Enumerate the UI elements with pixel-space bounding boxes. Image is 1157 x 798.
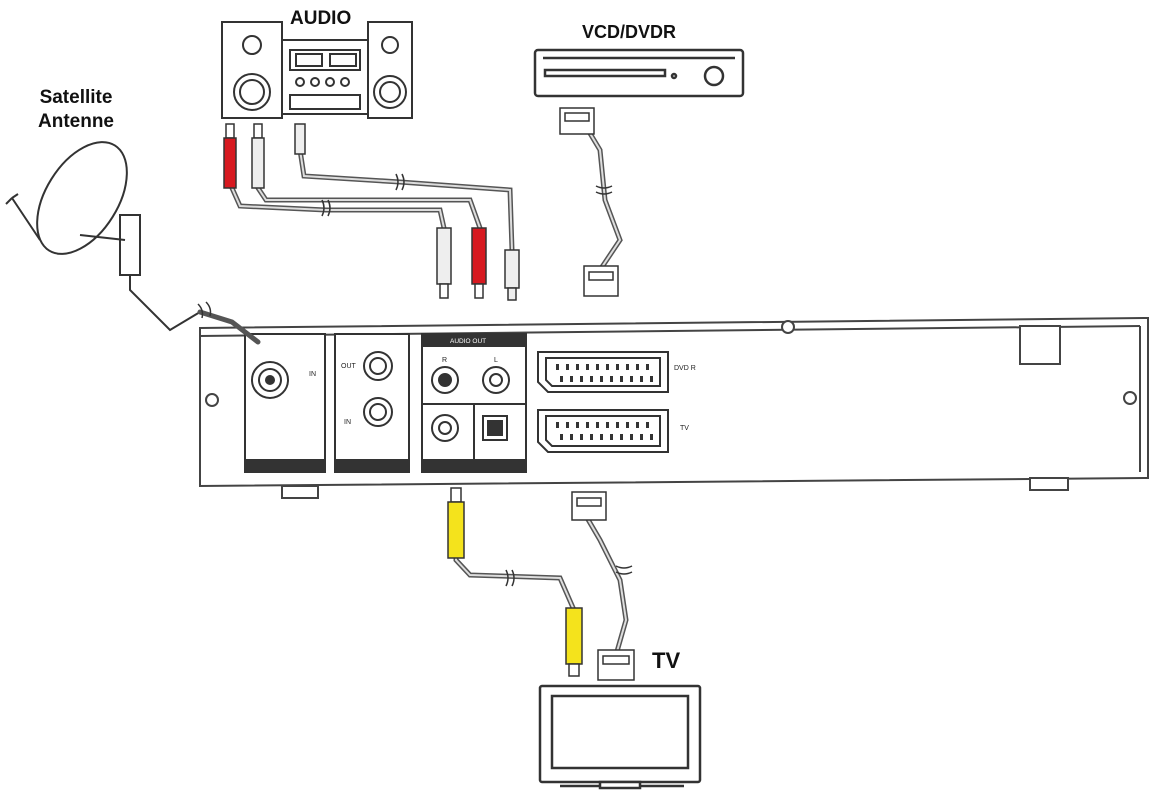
scart-pin <box>646 422 649 428</box>
scart-pin <box>566 422 569 428</box>
scart-pin <box>616 364 619 370</box>
scart-pin <box>570 434 573 440</box>
scart-pin <box>600 376 603 382</box>
scart-pin <box>606 422 609 428</box>
scart-pin <box>596 364 599 370</box>
rca-plug-white-top <box>251 123 265 189</box>
scart-pin <box>610 434 613 440</box>
scart-pin <box>636 364 639 370</box>
satellite-label-line2: Antenne <box>38 111 114 132</box>
vcd-dvdr-device <box>533 48 745 98</box>
scart-pin <box>610 376 613 382</box>
scart-pin <box>616 422 619 428</box>
scart-pin <box>586 422 589 428</box>
scart-plug-vcd-top <box>559 107 595 135</box>
optical-plug-top <box>294 123 306 155</box>
scart-pins <box>556 364 653 440</box>
scart-plug-tv-top <box>571 491 607 521</box>
rca-plug-white-bottom <box>436 227 452 299</box>
scart-pin <box>596 422 599 428</box>
cable-break-marks <box>197 173 633 587</box>
satellite-label-line1: Satellite <box>39 87 113 108</box>
loop-out-label: OUT <box>341 363 357 370</box>
scart-pin <box>600 434 603 440</box>
av-module <box>421 333 527 473</box>
satellite-antenna-label: Satellite Antenne <box>38 86 114 134</box>
loop-module <box>334 333 410 473</box>
audio-r-label: R <box>442 357 447 364</box>
scart-plug-tv-bottom <box>597 649 635 681</box>
scart-pin <box>620 376 623 382</box>
audio-out-label: AUDIO OUT <box>450 338 486 345</box>
scart-pin <box>650 376 653 382</box>
optical-plug-bottom <box>504 249 520 301</box>
scart-pin <box>626 422 629 428</box>
scart-pin <box>640 434 643 440</box>
scart-pin <box>576 364 579 370</box>
audio-label: AUDIO <box>290 8 352 29</box>
scart-pin <box>626 364 629 370</box>
scart-tv-label: TV <box>680 425 689 432</box>
rca-plug-yellow-bottom <box>565 607 583 677</box>
lnb-module <box>244 333 326 473</box>
scart-tv-connector <box>537 409 669 453</box>
audio-system <box>221 21 413 119</box>
scart-pin <box>556 364 559 370</box>
scart-pin <box>606 364 609 370</box>
scart-pin <box>560 434 563 440</box>
scart-pin <box>590 376 593 382</box>
scart-pin <box>590 434 593 440</box>
scart-pin <box>650 434 653 440</box>
vcd-dvdr-label: VCD/DVDR <box>582 22 677 42</box>
rca-plug-yellow-top <box>447 487 465 559</box>
scart-pin <box>576 422 579 428</box>
scart-pin <box>556 422 559 428</box>
satellite-dish <box>5 141 201 332</box>
scart-pin <box>580 434 583 440</box>
loop-in-label: IN <box>344 419 351 426</box>
tv-label: TV <box>652 648 681 673</box>
rca-plug-red-bottom <box>471 227 487 299</box>
scart-dvd-label: DVD R <box>674 365 696 372</box>
scart-pin <box>566 364 569 370</box>
scart-pin <box>640 376 643 382</box>
tv-set <box>538 684 702 790</box>
scart-pin <box>620 434 623 440</box>
rca-plug-red-top <box>223 123 237 189</box>
scart-pin <box>580 376 583 382</box>
scart-pin <box>586 364 589 370</box>
scart-pin <box>646 364 649 370</box>
scart-plug-vcd-bottom <box>583 265 619 297</box>
scart-pin <box>570 376 573 382</box>
scart-pin <box>560 376 563 382</box>
audio-l-label: L <box>494 357 498 364</box>
scart-dvd-connector <box>537 351 669 393</box>
scart-pin <box>630 434 633 440</box>
lnb-in-label: IN <box>309 371 316 378</box>
cable-inner <box>231 129 628 656</box>
scart-pin <box>636 422 639 428</box>
scart-pin <box>630 376 633 382</box>
